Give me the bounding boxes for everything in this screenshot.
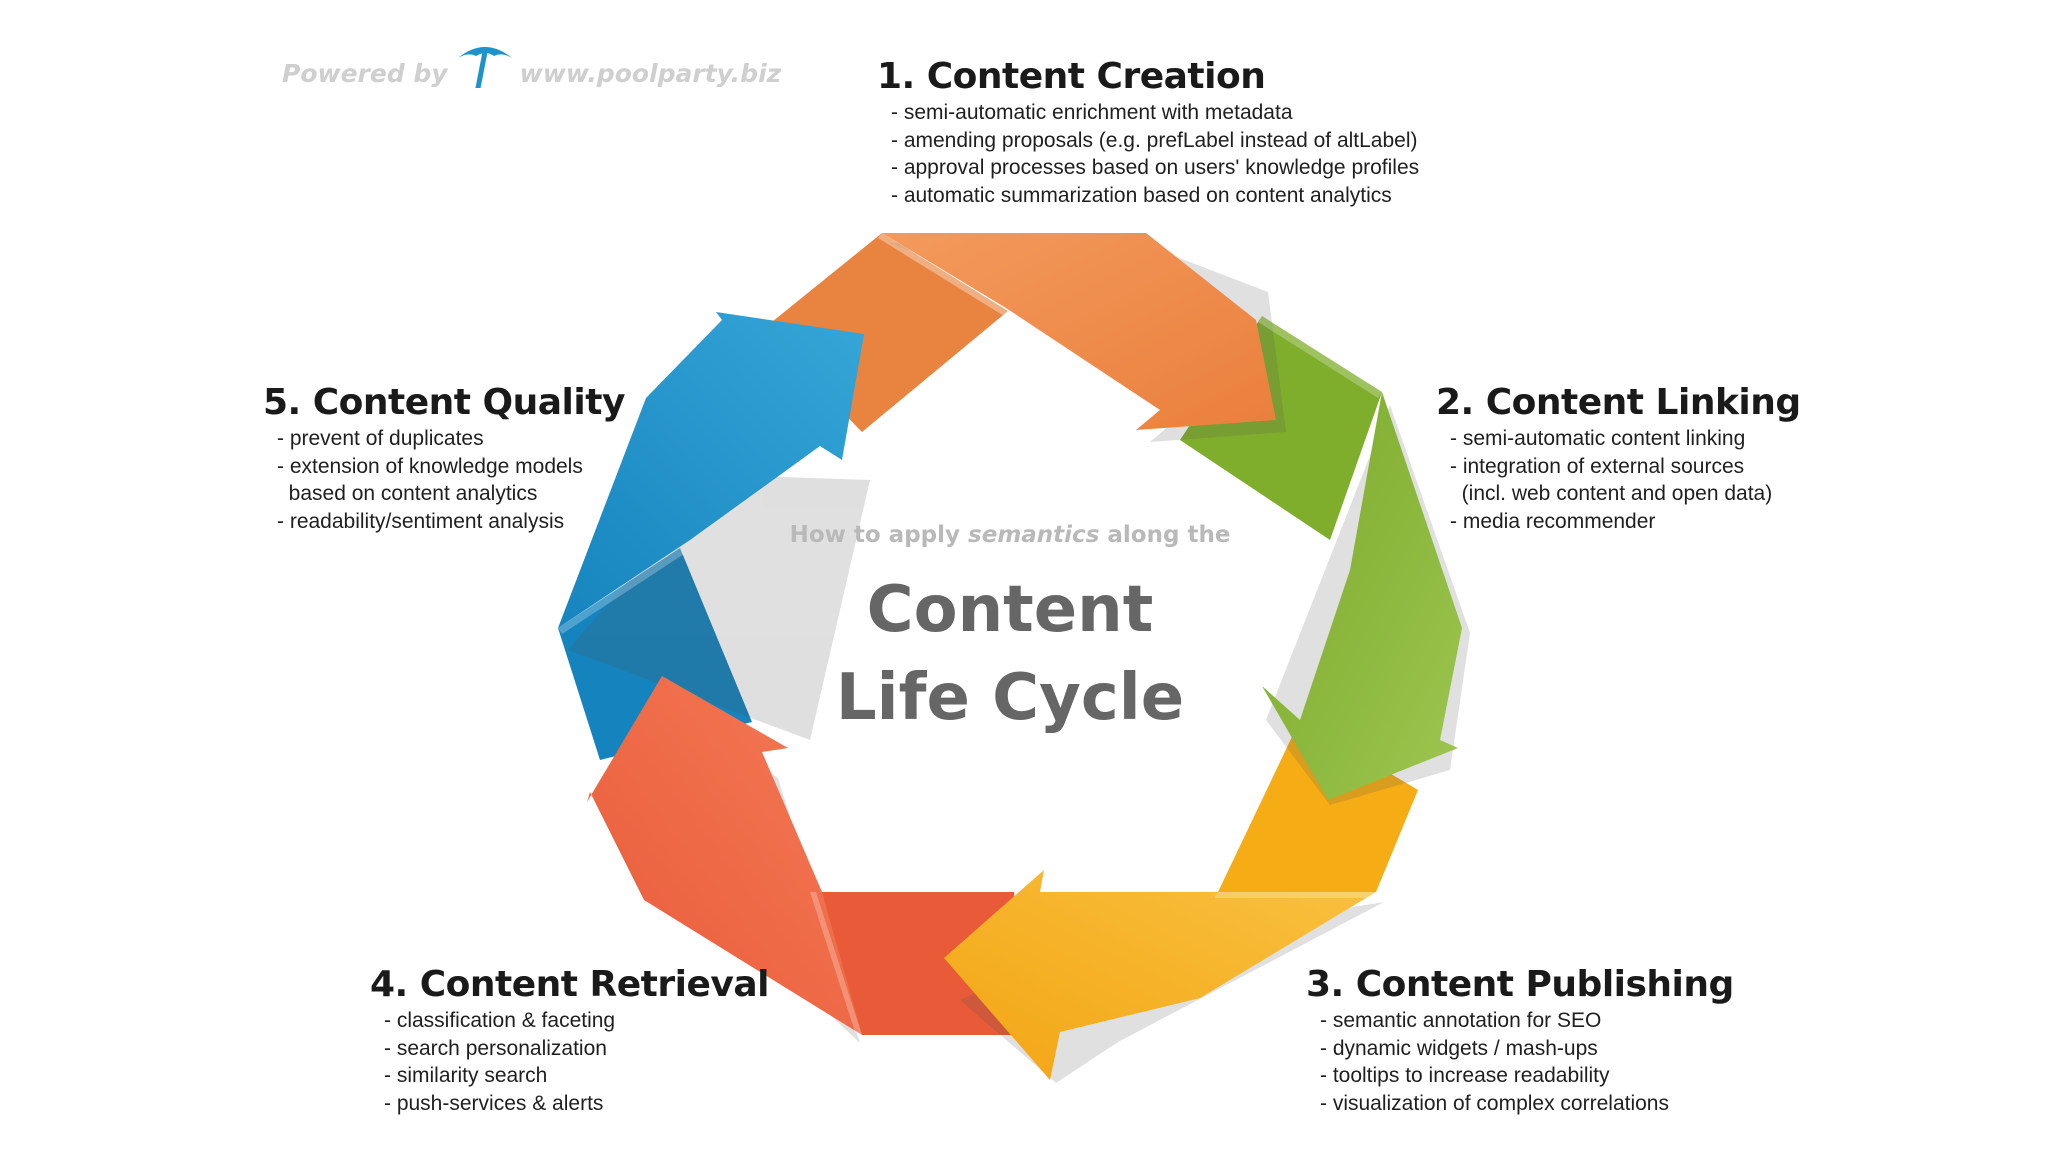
stage-items: - semantic annotation for SEO - dynamic … — [1320, 1007, 1734, 1117]
stage-items: - prevent of duplicates - extension of k… — [277, 425, 625, 535]
stage-content-quality: 5. Content Quality - prevent of duplicat… — [263, 383, 625, 535]
stage-item: - similarity search — [384, 1064, 548, 1087]
stage-item: - visualization of complex correlations — [1320, 1091, 1669, 1115]
publishing-arrow — [944, 870, 1376, 1080]
stage-item: - dynamic widgets / mash-ups — [1320, 1036, 1598, 1060]
stage-item: - classification & faceting — [384, 1009, 616, 1032]
creation-arrow — [882, 233, 1276, 430]
stage-title: 3. Content Publishing — [1306, 964, 1734, 1005]
stage-content-retrieval: 4. Content Retrieval - classification & … — [370, 964, 770, 1117]
stage-item: - automatic summarization based on conte… — [891, 183, 1392, 207]
center-subtitle: How to apply semantics along the — [789, 522, 1231, 548]
watermark: Powered by www.poolparty.biz — [282, 47, 782, 88]
stage-item: (incl. web content and open data) — [1450, 482, 1773, 505]
center-title: Content Life Cycle — [835, 573, 1185, 735]
stage-items: - semi-automatic content linking - integ… — [1450, 425, 1801, 535]
stage-item: - prevent of duplicates — [277, 427, 484, 450]
stage-title: 4. Content Retrieval — [370, 964, 770, 1005]
stage-item: - approval processes based on users' kno… — [891, 156, 1420, 179]
stage-content-linking: 2. Content Linking - semi-automatic cont… — [1436, 383, 1801, 535]
stage-item: - readability/sentiment analysis — [277, 509, 565, 533]
umbrella-icon — [457, 47, 512, 88]
powered-by-label: Powered by — [282, 58, 448, 88]
stage-item: - push-services & alerts — [384, 1091, 604, 1115]
stage-item: based on content analytics — [277, 482, 538, 505]
stage-item: - amending proposals (e.g. prefLabel ins… — [891, 128, 1418, 152]
linking-arrow — [1262, 392, 1462, 800]
stage-title: 5. Content Quality — [263, 382, 625, 423]
stage-title: 1. Content Creation — [877, 56, 1266, 97]
stage-content-creation: 1. Content Creation - semi-automatic enr… — [877, 57, 1419, 209]
stage-item: - extension of knowledge models — [277, 454, 583, 478]
stage-item: - tooltips to increase readability — [1320, 1064, 1610, 1087]
retrieval-arrow — [587, 676, 862, 1035]
stage-item: - semantic annotation for SEO — [1320, 1009, 1602, 1032]
stage-item: - integration of external sources — [1450, 454, 1745, 478]
stage-item: - search personalization — [384, 1036, 607, 1060]
stage-items: - classification & faceting - search per… — [384, 1007, 769, 1117]
stage-items: - semi-automatic enrichment with metadat… — [891, 99, 1419, 209]
watermark-url: www.poolparty.biz — [519, 58, 782, 88]
quality-arrow — [558, 312, 864, 628]
stage-item: - semi-automatic enrichment with metadat… — [891, 101, 1293, 124]
stage-content-publishing: 3. Content Publishing - semantic annotat… — [1306, 965, 1734, 1117]
center-label: How to apply semantics along the Content… — [730, 522, 1290, 742]
retrieval-segment — [816, 892, 1022, 1035]
stage-title: 2. Content Linking — [1436, 382, 1801, 423]
stage-item: - semi-automatic content linking — [1450, 427, 1746, 450]
stage-item: - media recommender — [1450, 509, 1656, 533]
